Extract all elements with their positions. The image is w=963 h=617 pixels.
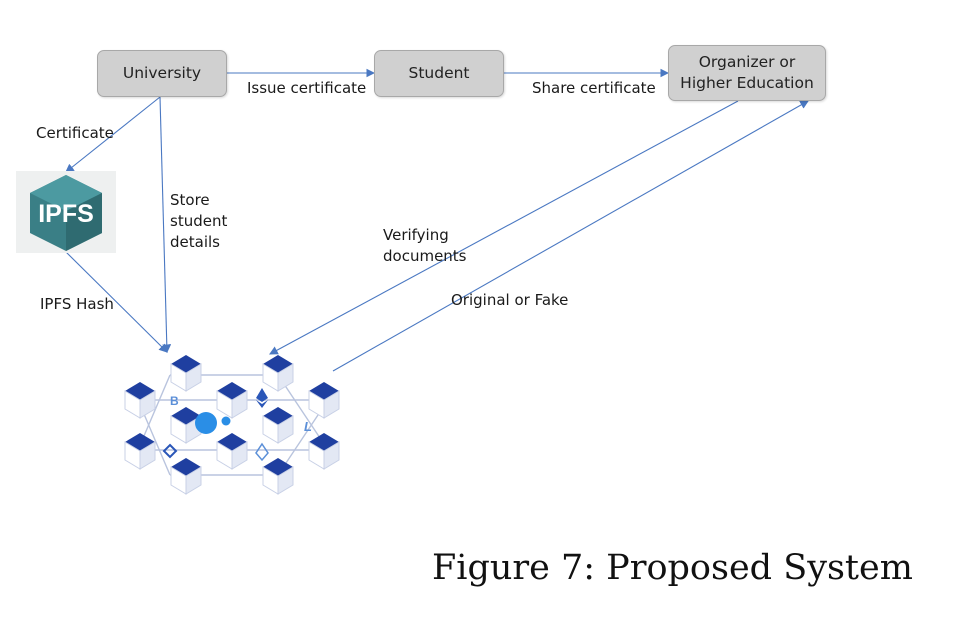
block-cube [308,432,340,470]
block-cube [216,381,248,419]
litecoin-icon: L [304,419,312,434]
ipfs-logo-text: IPFS [38,200,94,228]
block-cube [216,432,248,470]
arrow-store-details [159,96,172,354]
arrow-verifying-documents [269,100,739,355]
block-cube [170,354,202,392]
verifying-documents-label: Verifying documents [383,226,467,265]
block-cube [262,354,294,392]
store-student-details-label: Store student details [170,191,228,251]
block-cube [124,432,156,470]
eos-icon [255,442,269,462]
figure-caption: Figure 7: Proposed System [432,548,913,588]
ethereum-icon [256,388,268,402]
binance-icon [162,443,178,459]
block-cube [124,381,156,419]
university-node: University [97,50,227,97]
arrow-original-or-fake [332,100,809,372]
bitcoin-icon: B [170,394,179,408]
block-cube [262,406,294,444]
organizer-node: Organizer or Higher Education [668,45,826,101]
blockchain-illustration: B L [124,354,340,495]
ipfs-logo: IPFS [16,171,116,253]
arrow-ipfs-hash [65,251,168,353]
block-cube [262,457,294,495]
original-or-fake-label: Original or Fake [451,291,569,309]
block-cube [308,381,340,419]
ipfs-hash-label: IPFS Hash [40,295,114,313]
student-node: Student [374,50,504,97]
arrow-certificate-to-ipfs [65,96,161,173]
share-certificate-label: Share certificate [532,79,656,97]
network-hub [195,412,217,434]
certificate-label: Certificate [36,124,114,142]
issue-certificate-label: Issue certificate [247,79,367,97]
block-cube [170,457,202,495]
